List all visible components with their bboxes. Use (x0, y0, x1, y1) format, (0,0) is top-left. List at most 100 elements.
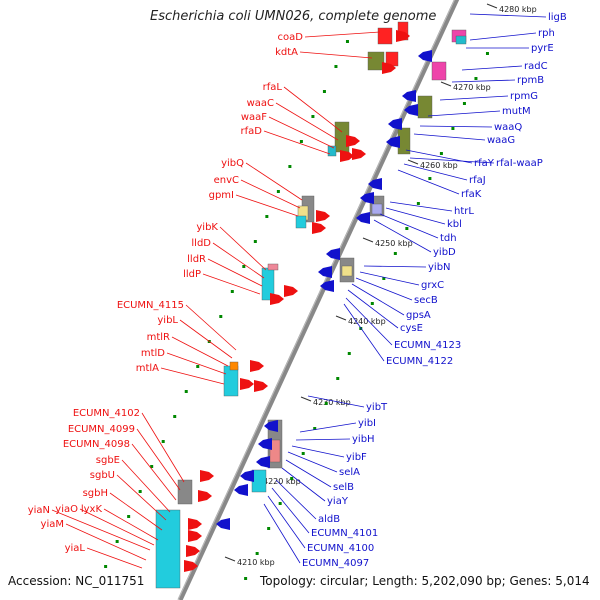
track-dot (265, 215, 269, 218)
tick-mark-4250-kbp (362, 237, 374, 243)
track-dot (347, 352, 351, 355)
gene-arrow-forward (250, 360, 264, 372)
track-dot (219, 315, 223, 318)
gene-label-tdh: tdh (440, 233, 457, 244)
gene-block-reverse (417, 95, 433, 119)
leader-line-selb (285, 459, 332, 488)
track-dot (311, 115, 315, 118)
leader-line-gpmi (235, 194, 299, 217)
leader-line-lldd (212, 242, 265, 279)
gene-block-forward (367, 51, 385, 71)
track-dot (244, 577, 248, 580)
gene-arrow-forward (188, 518, 202, 530)
gene-label-mtla: mtlA (136, 363, 159, 374)
gene-arrow-forward (186, 545, 200, 557)
gene-label-waaq: waaQ (494, 122, 522, 133)
gene-label-sela: selA (339, 467, 360, 478)
gene-arrow-reverse (258, 438, 272, 450)
gene-label-rfad: rfaD (241, 126, 263, 137)
leader-line-yiam (65, 523, 147, 561)
leader-line-rfad (263, 130, 331, 155)
track-dot (336, 377, 340, 380)
leader-line-rpmb (451, 79, 516, 83)
track-dot (345, 40, 349, 43)
leader-line-coad (304, 31, 381, 38)
leader-line-yibl (179, 319, 233, 359)
gene-arrow-reverse (256, 456, 270, 468)
gene-block-forward (223, 365, 239, 397)
gene-arrow-forward (316, 210, 330, 222)
gene-arrow-forward (184, 560, 198, 572)
gene-arrow-reverse (404, 104, 418, 116)
gene-arrow-forward (270, 293, 284, 305)
leader-line-htrl (389, 201, 453, 212)
track-dot (196, 365, 200, 368)
gene-block-forward (155, 509, 181, 589)
leader-line-kbl (385, 207, 446, 225)
gene-arrow-forward (198, 490, 212, 502)
gene-label-mtld: mtlD (141, 348, 165, 359)
genome-summary: Topology: circular; Length: 5,202,090 bp… (260, 574, 590, 588)
tick-label-4280-kbp: 4280 kbp (499, 5, 537, 14)
leader-line-sgbe (121, 459, 171, 513)
leader-line-yibf (291, 445, 345, 458)
gene-arrow-reverse (326, 248, 340, 260)
gene-label-selb: selB (333, 482, 354, 493)
leader-line-rph (469, 32, 537, 41)
gene-label-ecumn-4122: ECUMN_4122 (386, 356, 453, 367)
label-layer: coaDkdtArfaLwaaCwaaFrfaDyibQenvCgpmIyibK… (28, 12, 567, 569)
leader-line-waag (413, 133, 486, 141)
tick-mark-4230-kbp (300, 396, 312, 402)
leader-line-yibi (299, 422, 357, 433)
track-dot (299, 140, 303, 143)
leader-line-waaq (419, 125, 493, 128)
gene-label-yibl: yibL (157, 315, 178, 326)
track-dot (301, 452, 305, 455)
leader-line-rfaj (403, 163, 468, 181)
leader-line-yiao (79, 508, 155, 546)
gene-label-yibi: yibI (358, 418, 376, 429)
leader-line-sgbh (109, 492, 163, 531)
gene-label-yiam: yiaM (41, 519, 64, 530)
gene-label-rfak: rfaK (461, 189, 482, 200)
gene-label-ecumn-4102: ECUMN_4102 (73, 408, 140, 419)
leader-line-mtla (160, 367, 225, 385)
leader-line-ligb (469, 13, 547, 18)
gene-label-ligb: ligB (548, 12, 567, 23)
leader-line-lyxk (103, 508, 159, 541)
gene-arrow-reverse (240, 470, 254, 482)
track-dot (253, 240, 257, 243)
track-dot (313, 427, 317, 430)
gene-label-lldr: lldR (187, 254, 206, 265)
leader-line-secb (355, 277, 413, 301)
gene-arrow-forward (396, 30, 410, 42)
gene-label-cyse: cysE (400, 323, 423, 334)
gene-label-kdta: kdtA (275, 47, 298, 58)
gene-label-envc: envC (214, 175, 239, 186)
gene-label-yibk: yibK (196, 222, 218, 233)
tick-mark-4270-kbp (440, 81, 452, 87)
gene-arrow-reverse (402, 90, 416, 102)
gene-arrow-forward (312, 222, 326, 234)
gene-block-reverse (431, 61, 447, 81)
leader-line-sela (287, 451, 338, 473)
gene-label-gpsa: gpsA (406, 310, 431, 321)
gene-label-ecumn-4099: ECUMN_4099 (68, 424, 135, 435)
gene-label-yiao: yiaO (55, 504, 78, 515)
tick-mark-4240-kbp (335, 315, 347, 321)
track-dot (184, 390, 188, 393)
gene-label-ecumn-4097: ECUMN_4097 (302, 558, 369, 569)
gene-label-rfay: rfaY (474, 158, 495, 169)
track-dot (230, 290, 234, 293)
tick-label-4230-kbp: 4230 kbp (313, 398, 351, 407)
track-dot (451, 127, 455, 130)
gene-label-grxc: grxC (421, 280, 444, 291)
gene-arrow-reverse (360, 192, 374, 204)
track-dot (150, 465, 154, 468)
tick-label-4210-kbp: 4210 kbp (237, 558, 275, 567)
leader-line-yiay (281, 467, 326, 502)
gene-label-rpmg: rpmG (510, 91, 538, 102)
track-dot (242, 265, 246, 268)
leader-line-lldp (202, 273, 261, 295)
leader-line-yibt (307, 395, 365, 408)
